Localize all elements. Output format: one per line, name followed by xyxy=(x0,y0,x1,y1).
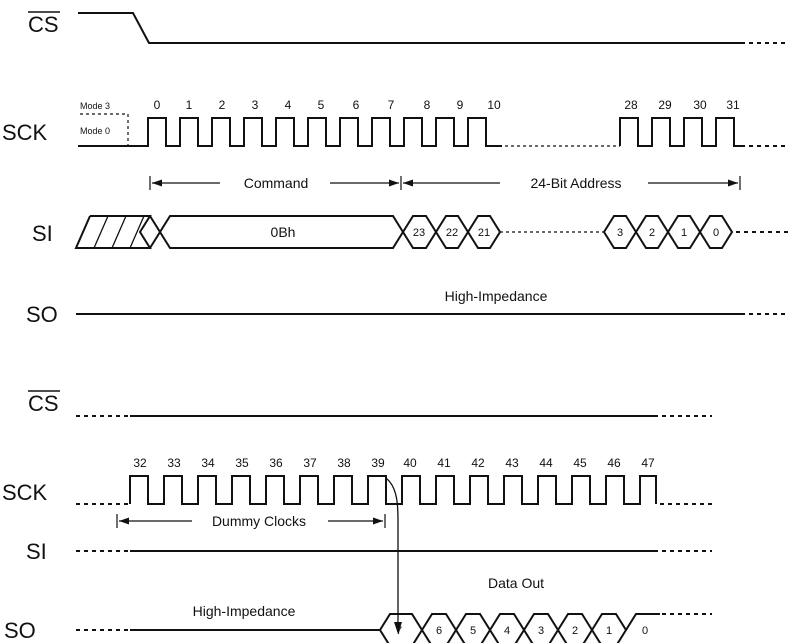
address-label: 24-Bit Address xyxy=(530,175,621,191)
command-label: Command xyxy=(244,175,309,191)
clock-num: 10 xyxy=(487,98,501,112)
clock-num: 7 xyxy=(388,98,395,112)
clock-num: 3 xyxy=(252,98,259,112)
sck-waveform-top-a xyxy=(130,117,502,147)
mode3-label: Mode 3 xyxy=(80,101,110,111)
clock-num: 39 xyxy=(371,456,385,470)
si-bit: 23 xyxy=(413,227,425,239)
si-bit: 0 xyxy=(713,227,719,239)
arrowhead xyxy=(394,622,402,634)
clock-num: 33 xyxy=(167,456,181,470)
clock-num: 34 xyxy=(201,456,215,470)
data-out-label: Data Out xyxy=(488,575,544,591)
clock-num: 30 xyxy=(693,98,707,112)
sck-waveform-bottom xyxy=(129,475,657,505)
so-bit: 5 xyxy=(470,625,476,637)
clock-num: 46 xyxy=(607,456,621,470)
si-bit: 21 xyxy=(478,227,490,239)
clock-num: 2 xyxy=(219,98,226,112)
so-bit: 1 xyxy=(606,625,612,637)
so-bit: 2 xyxy=(572,625,578,637)
dummy-label: Dummy Clocks xyxy=(212,513,306,529)
si-bit: 3 xyxy=(617,227,623,239)
so-data-cells xyxy=(378,613,660,643)
clock-num: 4 xyxy=(285,98,292,112)
data-out-arrow xyxy=(385,477,399,632)
cs-label-bottom: CS xyxy=(28,391,59,416)
clock-num: 9 xyxy=(457,98,464,112)
clock-num: 6 xyxy=(353,98,360,112)
clock-num: 37 xyxy=(303,456,317,470)
so-bit: 6 xyxy=(436,625,442,637)
clock-num: 43 xyxy=(505,456,519,470)
si-dontcare-region xyxy=(74,215,152,249)
clock-num: 36 xyxy=(269,456,283,470)
cs-waveform-top xyxy=(78,12,745,44)
clock-num: 31 xyxy=(726,98,740,112)
so-label-bottom: SO xyxy=(4,618,36,643)
so-bit: 3 xyxy=(538,625,544,637)
arrowhead xyxy=(389,179,399,187)
sck-label-top: SCK xyxy=(2,120,48,145)
clock-num: 38 xyxy=(337,456,351,470)
si-label-top: SI xyxy=(32,221,53,246)
clock-num: 40 xyxy=(403,456,417,470)
clock-num: 41 xyxy=(437,456,451,470)
clock-num: 8 xyxy=(424,98,431,112)
arrowhead xyxy=(119,517,129,525)
si-command-value: 0Bh xyxy=(271,224,296,240)
clock-num: 32 xyxy=(133,456,147,470)
arrowhead xyxy=(728,179,738,187)
mode0-label: Mode 0 xyxy=(80,126,110,136)
sck-label-bottom: SCK xyxy=(2,480,48,505)
si-bit: 22 xyxy=(446,227,458,239)
clock-num: 29 xyxy=(658,98,672,112)
clock-num: 1 xyxy=(186,98,193,112)
so-bit: 7 xyxy=(396,625,402,637)
sck-waveform-top-b xyxy=(619,117,745,147)
clock-num: 45 xyxy=(573,456,587,470)
arrowhead xyxy=(403,179,413,187)
clock-num: 0 xyxy=(154,98,161,112)
si-bit: 2 xyxy=(649,227,655,239)
so-state-top: High-Impedance xyxy=(445,288,548,304)
cs-label-top: CS xyxy=(28,12,59,37)
clock-num: 35 xyxy=(235,456,249,470)
so-state-bottom: High-Impedance xyxy=(193,603,296,619)
arrowhead xyxy=(152,179,162,187)
clock-num: 28 xyxy=(624,98,638,112)
si-label-bottom: SI xyxy=(26,539,47,564)
clock-num: 47 xyxy=(641,456,655,470)
clock-num: 44 xyxy=(539,456,553,470)
si-dontcare-hatch xyxy=(93,215,145,249)
clock-num: 42 xyxy=(471,456,485,470)
so-bit: 0 xyxy=(642,625,648,637)
so-label-top: SO xyxy=(26,302,58,327)
clock-num: 5 xyxy=(318,98,325,112)
mode3-idle-line xyxy=(80,113,129,146)
so-bit: 4 xyxy=(504,625,510,637)
si-address-cells-low xyxy=(602,215,734,249)
si-bit: 1 xyxy=(681,227,687,239)
arrowhead xyxy=(373,517,383,525)
